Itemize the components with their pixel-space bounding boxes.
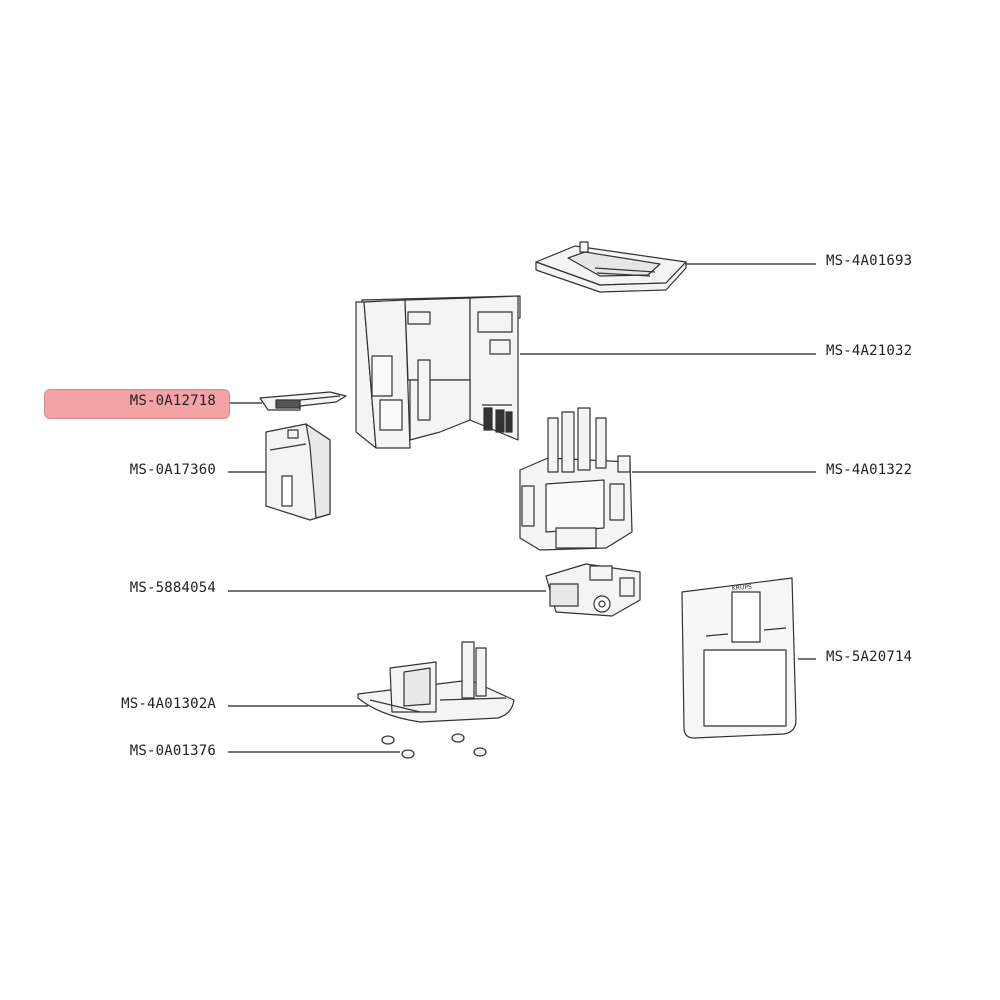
label-top-cover: MS-4A01693	[826, 253, 913, 269]
valve-block-part	[545, 563, 641, 617]
front-panel-part	[681, 577, 797, 739]
label-tank-holder: MS-0A17360	[129, 462, 216, 478]
leader-lines	[228, 263, 816, 753]
selected-part-highlight	[44, 389, 230, 419]
feet-parts	[381, 733, 487, 759]
clip-part	[259, 391, 347, 411]
brew-frame-part	[519, 407, 633, 551]
label-brew-unit-frame: MS-4A01322	[826, 462, 913, 478]
housing-part	[355, 295, 521, 449]
label-front-panel: MS-5A20714	[826, 649, 913, 665]
label-base: MS-4A01302A	[121, 696, 216, 712]
tank-holder-part	[265, 423, 331, 521]
brand-logo: KRUPS	[732, 584, 753, 592]
label-feet: MS-0A01376	[129, 743, 216, 759]
base-part	[357, 641, 515, 723]
label-valve-block: MS-5884054	[129, 580, 216, 596]
label-clip: MS-0A12718	[129, 393, 216, 409]
label-housing: MS-4A21032	[826, 343, 913, 359]
top-cover-part	[535, 241, 687, 293]
